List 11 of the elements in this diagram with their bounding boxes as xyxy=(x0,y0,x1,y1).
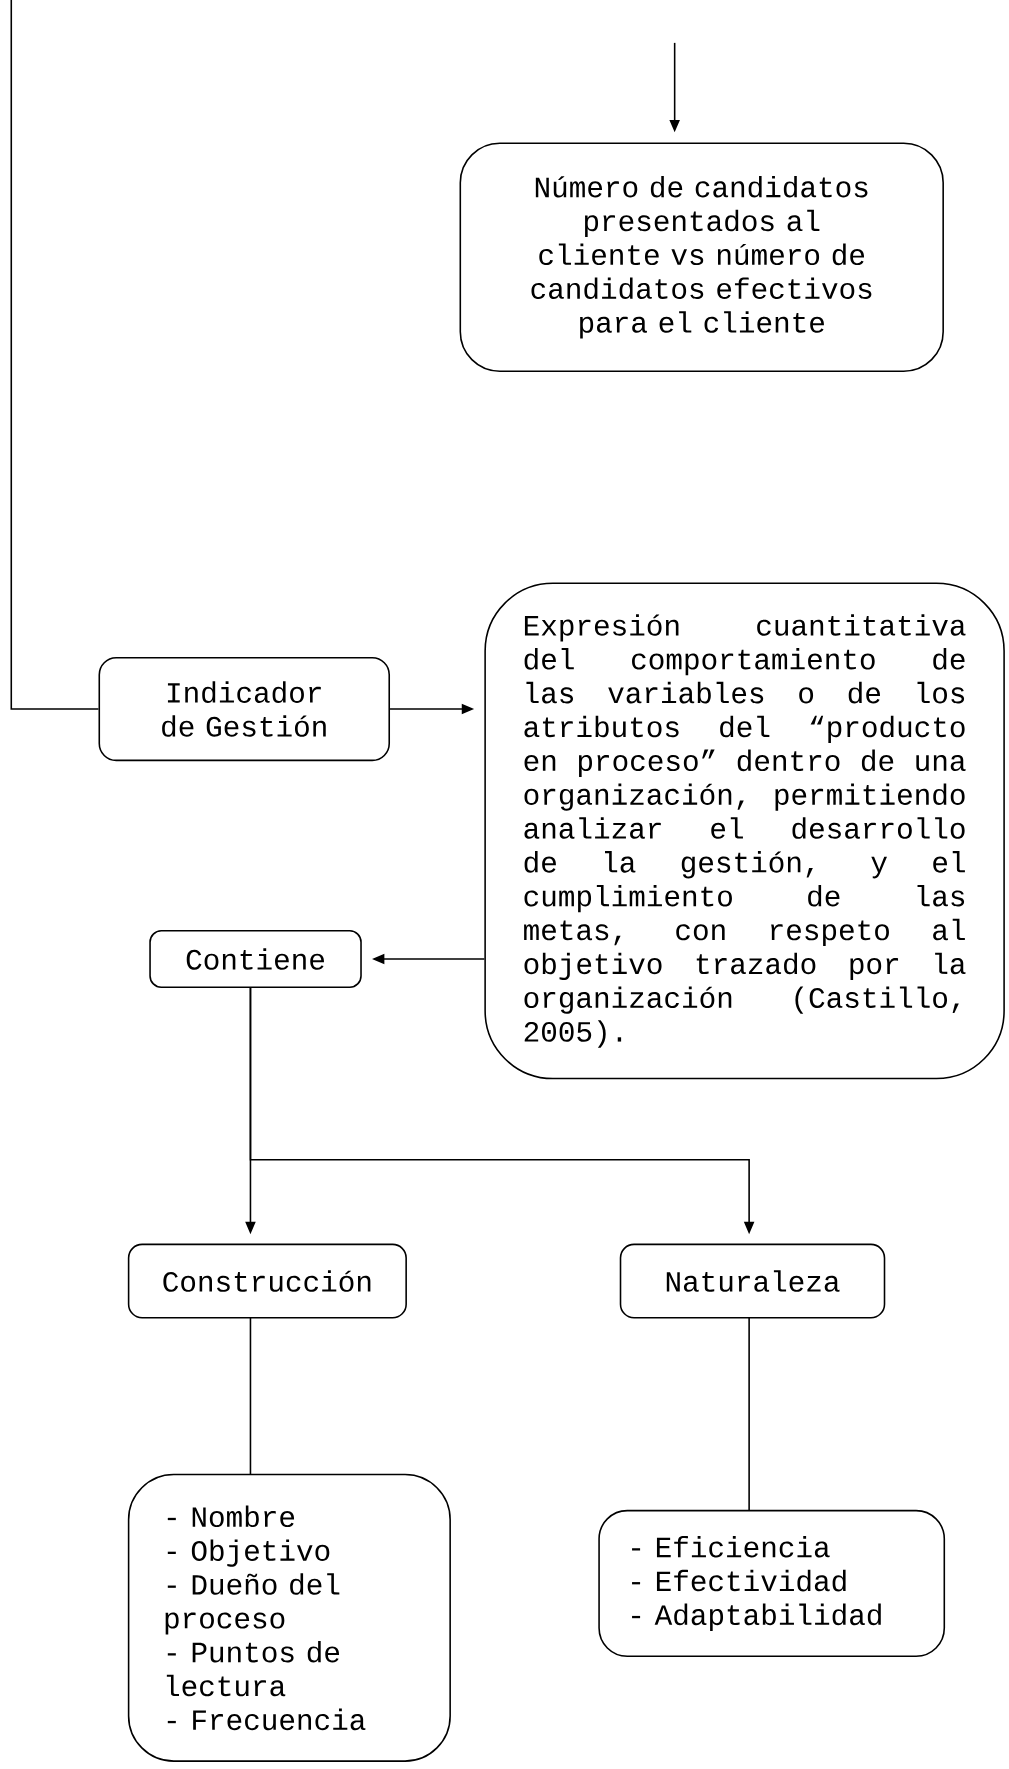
connector-line xyxy=(10,0,100,710)
connector-line xyxy=(748,1316,751,1512)
rounded-box: Expresión cuantitativa del comportamiento de las variables o de los atributos del “producto en proceso” dentro de una organización, permitiendo analizar el desarrollo de la gestión, y el cumplimiento de las metas, con respeto al objetivo trazado por la organización (Castillo, 2005). xyxy=(484,582,1006,1080)
rounded-box: Naturaleza xyxy=(619,1243,886,1319)
list-box: - Eficiencia - Efectividad - Adaptabilidad xyxy=(598,1509,946,1657)
rounded-box: Número de candidatos presentados al cliente vs número de candidatos efectivos para el cliente xyxy=(459,142,945,372)
rounded-box: Contiene xyxy=(149,930,363,988)
rounded-box: Indicador de Gestión xyxy=(98,656,391,762)
rounded-box: Construcción xyxy=(128,1243,408,1319)
list-box: - Nombre - Objetivo - Dueño del proceso - Puntos de lectura - Frecuencia xyxy=(128,1473,452,1762)
connector-line xyxy=(249,1316,252,1476)
